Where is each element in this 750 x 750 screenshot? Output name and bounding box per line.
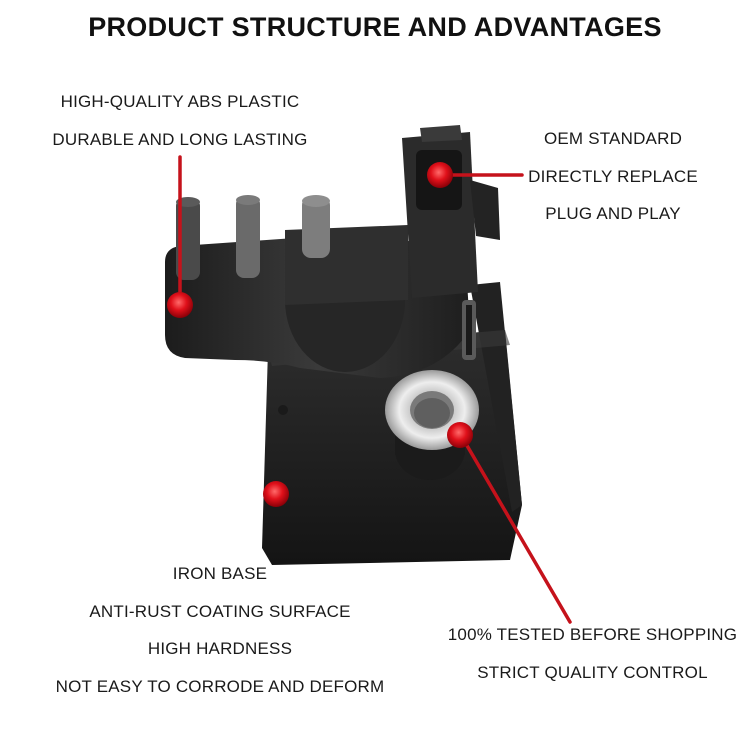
page-title: PRODUCT STRUCTURE AND ADVANTAGES <box>88 12 662 42</box>
marker-dot-base <box>263 481 289 507</box>
callout-text: OEM STANDARD <box>543 129 683 148</box>
callout-tested: 100% TESTED BEFORE SHOPPING STRICT QUALI… <box>440 616 745 691</box>
marker-dot-plastic <box>167 292 193 318</box>
mounting-washer <box>385 370 479 480</box>
leader-lines <box>178 155 572 624</box>
marker-dot-washer <box>447 422 473 448</box>
callout-text: IRON BASE <box>172 564 268 583</box>
callout-text: DIRECTLY REPLACE <box>528 166 698 186</box>
callout-text: 100% TESTED BEFORE SHOPPING <box>447 625 738 644</box>
vacuum-nozzles <box>176 195 330 280</box>
side-bracket <box>462 300 476 360</box>
callout-plastic: HIGH-QUALITY ABS PLASTIC DURABLE AND LON… <box>30 83 330 158</box>
callout-text: STRICT QUALITY CONTROL <box>477 662 708 682</box>
callout-text: DURABLE AND LONG LASTING <box>52 129 308 149</box>
callout-base: IRON BASE ANTI-RUST COATING SURFACE HIGH… <box>40 555 400 705</box>
callout-oem: OEM STANDARD DIRECTLY REPLACE PLUG AND P… <box>515 120 711 233</box>
callout-text: HIGH HARDNESS <box>147 639 293 658</box>
callout-text: PLUG AND PLAY <box>545 204 681 223</box>
electrical-connector <box>402 125 500 298</box>
marker-dot-connector <box>427 162 453 188</box>
callout-text: ANTI-RUST COATING SURFACE <box>89 601 351 621</box>
callout-text: NOT EASY TO CORRODE AND DEFORM <box>55 676 385 696</box>
callout-text: HIGH-QUALITY ABS PLASTIC <box>60 92 300 111</box>
